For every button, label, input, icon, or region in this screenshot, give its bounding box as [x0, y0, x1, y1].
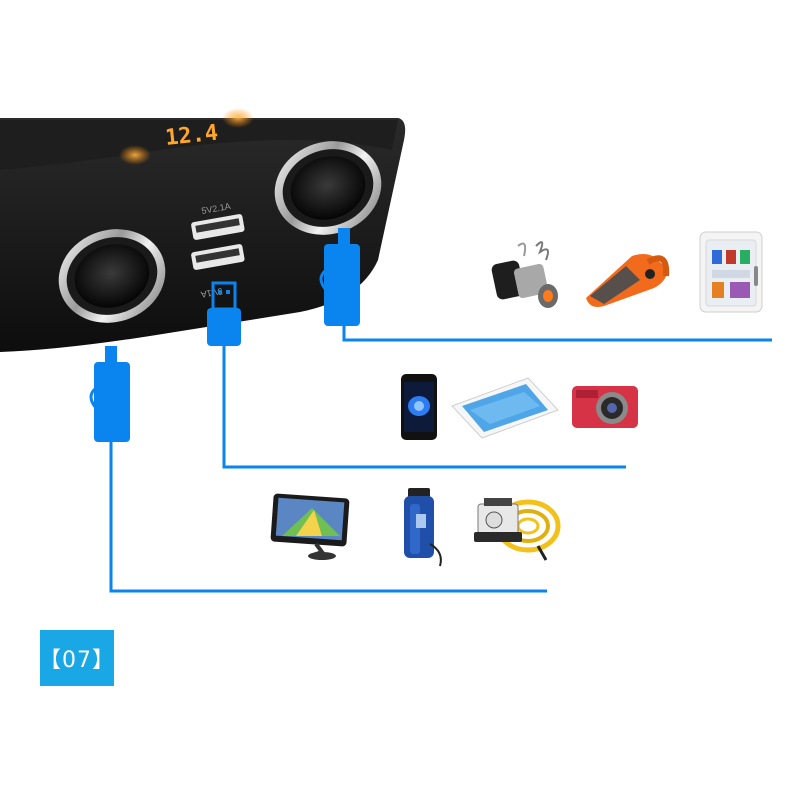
- socket-hub: 12.4 5V2.1A 5V1A: [0, 108, 406, 352]
- indicator-led-right: [222, 108, 254, 128]
- car-plug-right: [319, 228, 360, 326]
- voltage-readout: 12.4: [164, 121, 219, 151]
- line-row-1: [342, 318, 772, 342]
- usb-plug: [207, 281, 241, 346]
- indicator-led-left: [119, 145, 151, 165]
- smartphone-icon: [401, 374, 437, 440]
- voltage-display: 12.4: [119, 108, 254, 165]
- mini-fridge-icon: [699, 231, 763, 313]
- tablet-icon: [451, 377, 559, 439]
- step-number-badge: 【07】: [39, 630, 114, 686]
- heated-bottle-icon: [404, 488, 442, 567]
- car-plug-left: [89, 346, 130, 442]
- handheld-vacuum-icon: [586, 254, 670, 307]
- connection-lines: [109, 318, 772, 593]
- air-compressor-icon: [474, 498, 561, 561]
- cigarette-socket-right[interactable]: [262, 128, 393, 249]
- gps-navigator-icon: [270, 493, 350, 560]
- line-row-2: [222, 340, 626, 469]
- digital-camera-icon: [572, 386, 638, 428]
- cigarette-socket-left[interactable]: [46, 216, 177, 337]
- usb-port-bottom[interactable]: [191, 244, 245, 271]
- line-row-3: [109, 440, 547, 593]
- cigarette-lighter-icon: [491, 241, 558, 308]
- usb-port-top[interactable]: [191, 214, 245, 241]
